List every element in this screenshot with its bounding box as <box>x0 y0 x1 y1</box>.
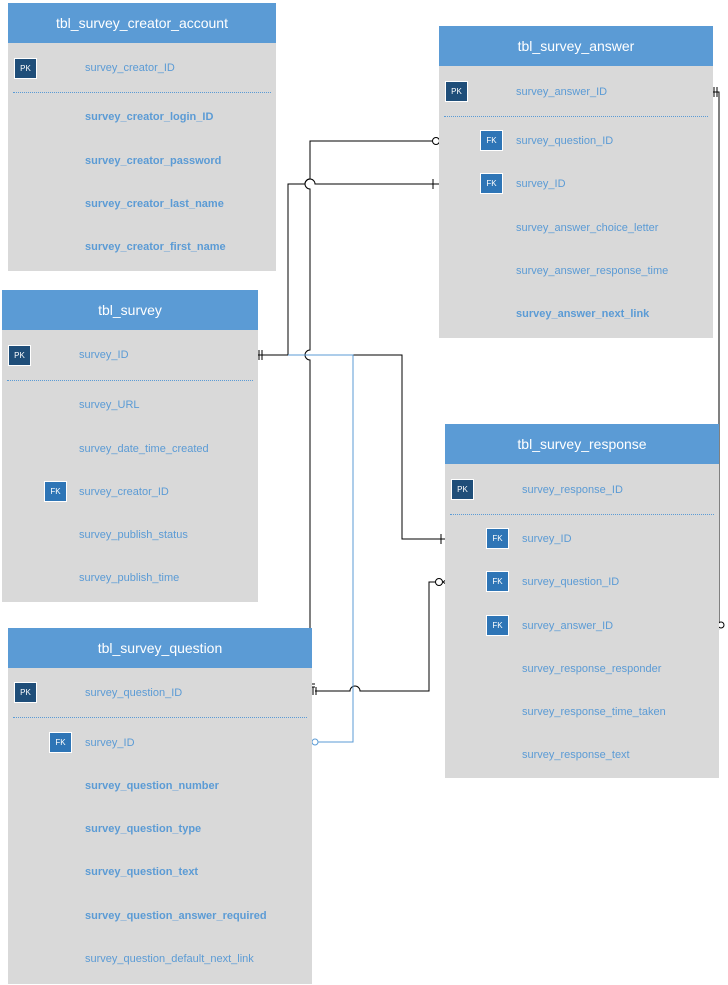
field: survey_response_text <box>522 749 630 761</box>
separator <box>7 380 253 381</box>
rel-question-response <box>315 581 436 692</box>
fk-badge: FK <box>44 481 67 502</box>
pk-field: survey_question_ID <box>85 687 183 699</box>
fk-field: survey_ID <box>85 737 135 749</box>
fk-badge: FK <box>486 528 509 549</box>
fk-field: survey_creator_ID <box>79 486 169 498</box>
pk-badge: PK <box>451 479 474 500</box>
entity-question[interactable]: tbl_survey_question PK survey_question_I… <box>8 628 312 984</box>
fk-badge: FK <box>486 615 509 636</box>
field: survey_creator_first_name <box>85 241 226 253</box>
field: survey_creator_login_ID <box>85 111 214 123</box>
fk-field: survey_answer_ID <box>522 620 614 632</box>
field: survey_publish_status <box>79 529 188 541</box>
field: survey_creator_password <box>85 155 222 167</box>
field: survey_answer_next_link <box>516 308 650 320</box>
rel-survey-response <box>258 354 446 540</box>
entity-title: tbl_survey_question <box>8 628 312 668</box>
rel-question-answer <box>304 140 432 690</box>
fk-field: survey_question_ID <box>516 135 614 147</box>
rel-survey-question <box>288 354 354 743</box>
field: survey_creator_last_name <box>85 198 224 210</box>
separator <box>13 92 271 93</box>
field: survey_question_answer_required <box>85 910 267 922</box>
field: survey_answer_response_time <box>516 265 669 277</box>
entity-title: tbl_survey_answer <box>439 26 713 66</box>
entity-title: tbl_survey_creator_account <box>8 3 276 43</box>
field: survey_question_default_next_link <box>85 953 254 965</box>
pk-badge: PK <box>445 81 468 102</box>
field: survey_question_text <box>85 866 199 878</box>
fk-badge: FK <box>486 571 509 592</box>
field: survey_URL <box>79 399 140 411</box>
fk-badge: FK <box>480 130 503 151</box>
entity-creator-account[interactable]: tbl_survey_creator_account PK survey_cre… <box>8 3 276 271</box>
separator <box>444 116 708 117</box>
pk-badge: PK <box>14 682 37 703</box>
rel-survey-answer <box>287 178 440 355</box>
field: survey_response_responder <box>522 663 662 675</box>
field: survey_date_time_created <box>79 443 209 455</box>
pk-field: survey_creator_ID <box>85 62 175 74</box>
entity-title: tbl_survey <box>2 290 258 330</box>
entity-answer[interactable]: tbl_survey_answer PK survey_answer_ID FK… <box>439 26 713 338</box>
fk-badge: FK <box>480 173 503 194</box>
field: survey_answer_choice_letter <box>516 222 659 234</box>
fk-field: survey_ID <box>516 178 566 190</box>
separator <box>450 514 714 515</box>
entity-survey[interactable]: tbl_survey PK survey_ID survey_URL surve… <box>2 290 258 602</box>
pk-field: survey_answer_ID <box>516 86 608 98</box>
pk-field: survey_response_ID <box>522 484 623 496</box>
field: survey_response_time_taken <box>522 706 666 718</box>
entity-title: tbl_survey_response <box>445 424 719 464</box>
entity-response[interactable]: tbl_survey_response PK survey_response_I… <box>445 424 719 778</box>
fk-field: survey_ID <box>522 533 572 545</box>
fk-badge: FK <box>49 732 72 753</box>
fk-field: survey_question_ID <box>522 576 620 588</box>
pk-badge: PK <box>14 58 37 79</box>
pk-field: survey_ID <box>79 349 129 361</box>
field: survey_publish_time <box>79 572 180 584</box>
pk-badge: PK <box>8 345 31 366</box>
separator <box>13 717 307 718</box>
field: survey_question_type <box>85 823 202 835</box>
field: survey_question_number <box>85 780 219 792</box>
